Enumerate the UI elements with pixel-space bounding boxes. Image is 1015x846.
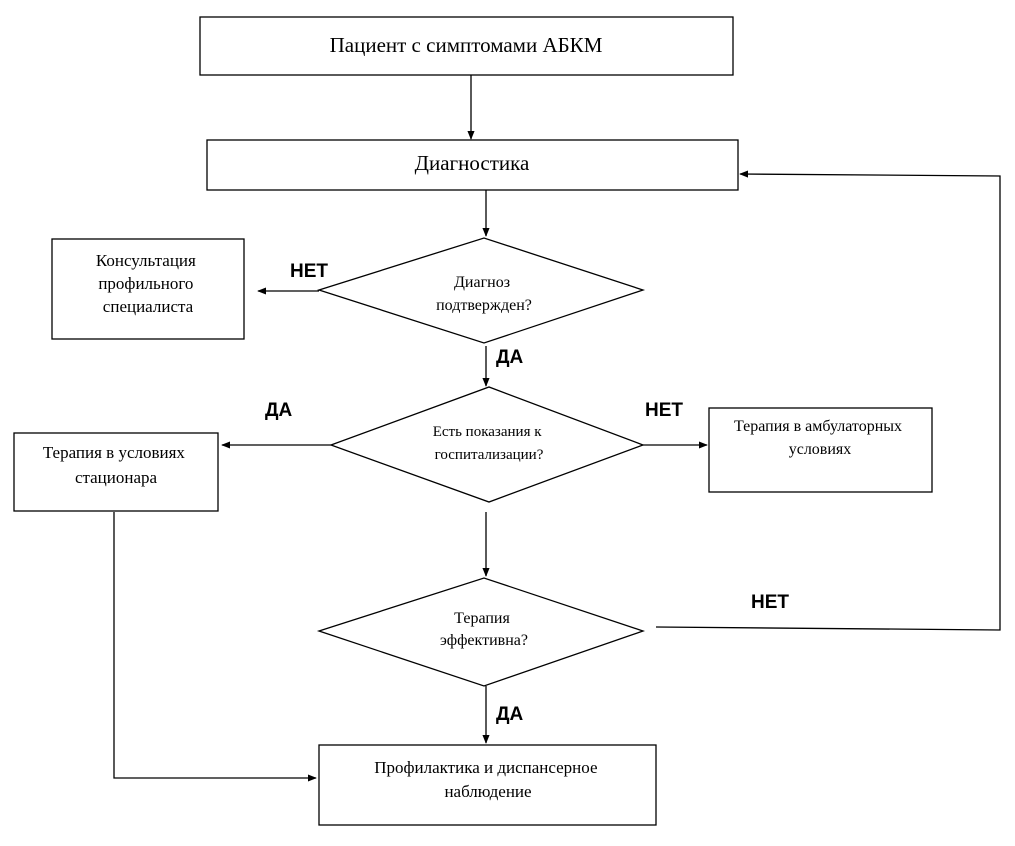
node-outpatient-therapy-text: Терапия в амбулаторных условиях xyxy=(734,418,906,458)
connectors xyxy=(113,75,1001,782)
node-diagnostics-text: Диагностика xyxy=(415,151,530,175)
label-hospitalization-yes: ДА xyxy=(265,400,293,421)
decision-hospitalization: Есть показания к госпитализации? xyxy=(329,386,645,503)
node-prevention-text: Профилактика и диспансерное наблюдение xyxy=(374,758,602,801)
node-prevention: Профилактика и диспансерное наблюдение xyxy=(318,744,657,826)
decision-diagnosis-confirmed: Диагноз подтвержден? xyxy=(316,237,646,344)
decision-therapy-effective: Терапия эффективна? xyxy=(316,577,646,687)
node-inpatient-therapy: Терапия в условиях стационара xyxy=(13,432,219,512)
decision-hospitalization-text: Есть показания к госпитализации? xyxy=(433,424,546,463)
node-patient: Пациент с симптомами АБКМ xyxy=(199,16,734,76)
node-outpatient-therapy: Терапия в амбулаторных условиях xyxy=(708,407,933,493)
label-effective-yes: ДА xyxy=(496,704,524,725)
label-diagnosis-yes: ДА xyxy=(496,347,524,368)
label-diagnosis-no: НЕТ xyxy=(290,261,328,282)
edge-inpatient-to-prevention xyxy=(113,512,317,782)
node-consultation-text: Консультация профильного специалиста xyxy=(96,251,200,316)
decision-diagnosis-confirmed-text: Диагноз подтвержден? xyxy=(436,274,532,314)
label-effective-no: НЕТ xyxy=(751,592,789,613)
node-patient-text: Пациент с симптомами АБКМ xyxy=(330,33,603,57)
edge-effective-back-to-diagnostics xyxy=(655,170,1001,631)
node-inpatient-therapy-text: Терапия в условиях стационара xyxy=(43,443,189,487)
node-consultation: Консультация профильного специалиста xyxy=(51,238,245,340)
label-hospitalization-no: НЕТ xyxy=(645,400,683,421)
decision-therapy-effective-text: Терапия эффективна? xyxy=(440,610,528,649)
node-diagnostics: Диагностика xyxy=(206,139,739,191)
